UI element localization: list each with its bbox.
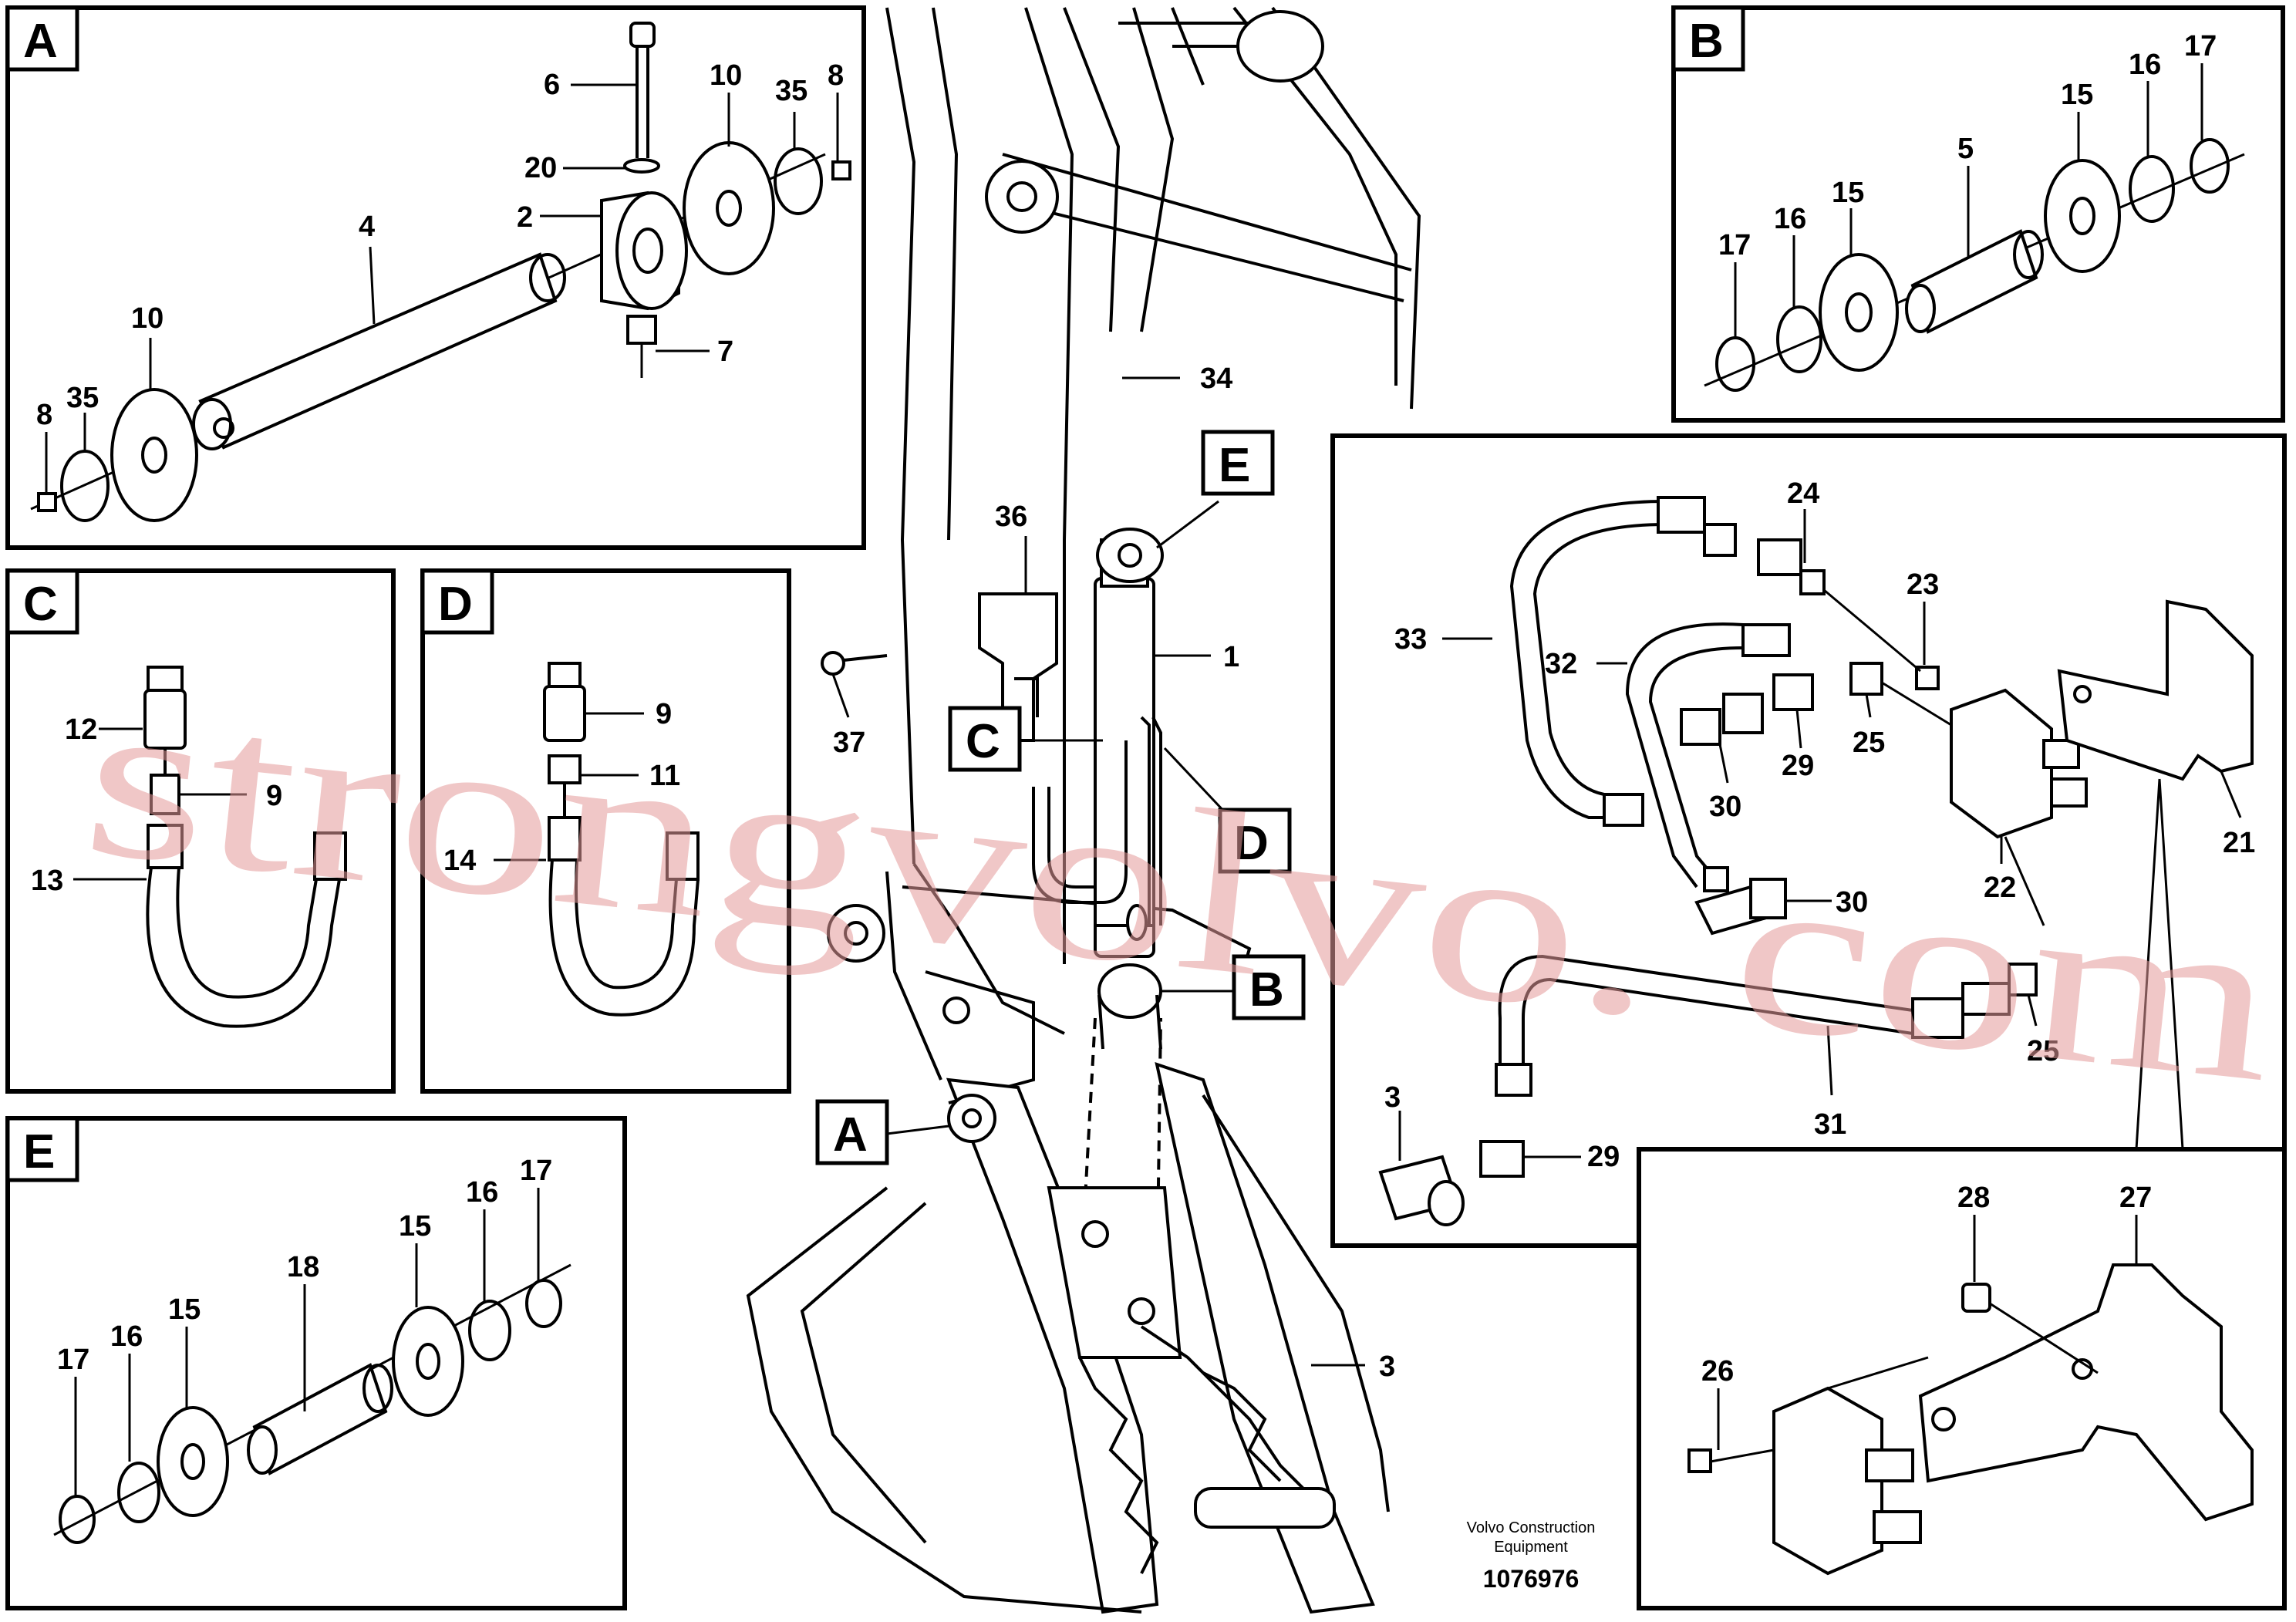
callout-1: 1 xyxy=(1223,641,1239,673)
tag-a-main-label: A xyxy=(833,1108,868,1162)
callout-b-17-right: 17 xyxy=(2184,30,2217,62)
callout-hyd-33: 33 xyxy=(1394,623,1427,656)
callout-36: 36 xyxy=(995,501,1027,533)
tag-c-main xyxy=(948,706,1022,772)
drawing-number: 1076976 xyxy=(1483,1565,1580,1593)
callout-e-17-left: 17 xyxy=(57,1344,89,1376)
callout-a-2: 2 xyxy=(517,201,533,234)
main-arm-drawing xyxy=(746,6,1421,1614)
callout-inset-28: 28 xyxy=(1957,1182,1990,1214)
callout-e-15-left: 15 xyxy=(168,1293,201,1326)
callout-hyd-22: 22 xyxy=(1984,872,2016,904)
callout-hyd-23: 23 xyxy=(1907,568,1939,601)
callout-d-11: 11 xyxy=(649,760,680,792)
callout-hyd-25-lower: 25 xyxy=(2027,1035,2059,1067)
panel-e: E 17 16 15 18 15 16 17 xyxy=(5,1116,627,1610)
callout-c-13: 13 xyxy=(31,865,63,897)
tag-e-main xyxy=(1201,430,1275,496)
callout-b-15-right: 15 xyxy=(2061,79,2093,111)
panel-a-tag: A xyxy=(23,15,58,68)
callout-b-16-left: 16 xyxy=(1774,203,1806,235)
callout-a-20: 20 xyxy=(524,152,557,184)
callout-d-14: 14 xyxy=(443,845,476,877)
callout-hyd-3x: 3 xyxy=(1384,1081,1401,1114)
callout-c-12: 12 xyxy=(65,713,97,746)
callout-hyd-29-lower: 29 xyxy=(1587,1141,1620,1173)
callout-b-5: 5 xyxy=(1957,133,1974,165)
panel-c-tag: C xyxy=(23,578,58,631)
callout-a-35-right: 35 xyxy=(775,75,807,107)
callout-c-9: 9 xyxy=(266,780,282,812)
callout-e-16-left: 16 xyxy=(110,1320,143,1353)
panel-b: B 17 16 15 5 15 16 17 xyxy=(1671,5,2285,423)
callout-a-7: 7 xyxy=(717,336,733,368)
callout-a-35-left: 35 xyxy=(66,382,99,414)
callout-a-10-left: 10 xyxy=(131,302,164,335)
callout-3: 3 xyxy=(1379,1351,1395,1383)
tag-a-main xyxy=(815,1099,889,1165)
tag-e-main-label: E xyxy=(1219,439,1250,492)
callout-hyd-24: 24 xyxy=(1787,477,1819,510)
callout-hyd-21: 21 xyxy=(2223,827,2255,859)
callout-hyd-32: 32 xyxy=(1545,648,1577,680)
tag-d-main-label: D xyxy=(1234,817,1269,870)
callout-d-9: 9 xyxy=(656,698,672,730)
callout-b-17-left: 17 xyxy=(1718,229,1751,261)
panel-e-tag: E xyxy=(23,1125,55,1179)
tag-d-main xyxy=(1218,808,1292,874)
callout-hyd-31: 31 xyxy=(1814,1108,1846,1141)
callout-hyd-30-upper: 30 xyxy=(1709,791,1741,823)
callout-hyd-29: 29 xyxy=(1782,750,1814,782)
callout-hyd-25-upper: 25 xyxy=(1853,727,1885,759)
tag-b-main-label: B xyxy=(1249,963,1284,1017)
callout-inset-27: 27 xyxy=(2119,1182,2152,1214)
panel-a: A 6 20 2 xyxy=(5,5,866,550)
callout-34: 34 xyxy=(1200,363,1232,395)
credit-block: Volvo Construction Equipment 1076976 xyxy=(1467,1519,1596,1593)
callout-inset-26: 26 xyxy=(1701,1355,1734,1388)
panel-hydraulic: 24 23 33 32 29 25 30 22 21 30 25 31 3 29 xyxy=(1330,433,2287,1248)
tag-c-main-label: C xyxy=(966,715,1000,768)
callout-a-10-right: 10 xyxy=(710,59,742,92)
callout-a-6: 6 xyxy=(544,69,560,101)
panel-b-tag: B xyxy=(1689,15,1724,68)
callout-e-17-right: 17 xyxy=(520,1155,552,1187)
callout-a-8-right: 8 xyxy=(828,59,844,92)
callout-hyd-30-lower: 30 xyxy=(1836,886,1868,919)
credit-line-1: Volvo Construction xyxy=(1467,1519,1596,1536)
callout-a-8-left: 8 xyxy=(36,399,52,431)
panel-d: D 9 11 14 xyxy=(420,568,791,1094)
callout-b-16-right: 16 xyxy=(2129,49,2161,81)
panel-inset: 28 27 26 xyxy=(1637,1147,2287,1610)
callout-e-18: 18 xyxy=(287,1251,319,1283)
callout-b-15-left: 15 xyxy=(1832,177,1864,209)
panel-c: C 12 9 13 xyxy=(5,568,396,1094)
main-callouts: 34 36 1 37 3 E C D B A xyxy=(815,363,1395,1383)
credit-line-2: Equipment xyxy=(1494,1539,1568,1556)
panel-d-tag: D xyxy=(438,578,473,631)
tag-b-main xyxy=(1232,954,1306,1020)
callout-e-16-right: 16 xyxy=(466,1176,498,1209)
callout-37: 37 xyxy=(833,727,865,759)
callout-a-4: 4 xyxy=(359,211,375,243)
callout-e-15-right: 15 xyxy=(399,1210,431,1243)
